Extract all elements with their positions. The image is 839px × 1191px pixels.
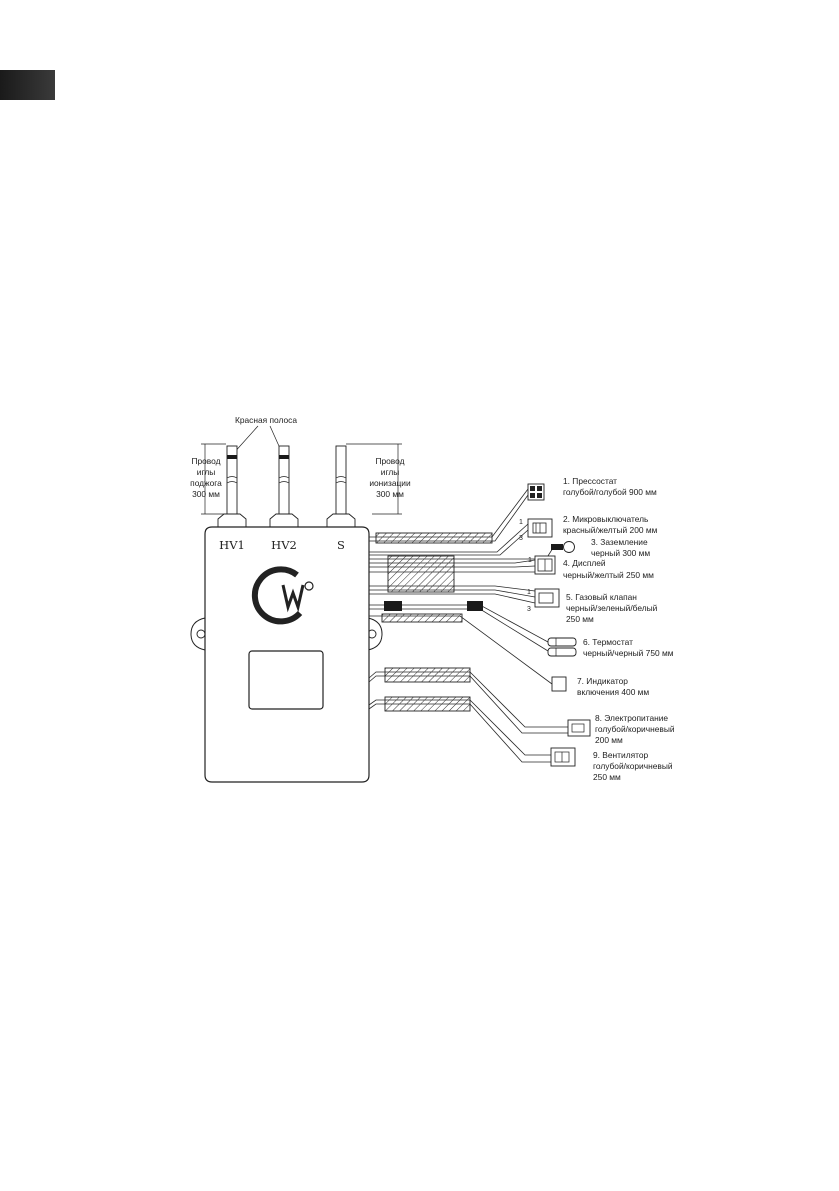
svg-text:300 мм: 300 мм: [192, 489, 220, 499]
display-connector: 1: [528, 555, 556, 575]
svg-text:красный/желтый 200 мм: красный/желтый 200 мм: [563, 525, 658, 535]
ground-connector: [551, 541, 575, 553]
indicator-connector: [551, 676, 567, 692]
hv2-wire: [278, 445, 290, 515]
svg-text:9. Вентилятор: 9. Вентилятор: [593, 750, 649, 760]
svg-text:1: 1: [519, 519, 523, 526]
harness-sleeves: [375, 532, 493, 712]
terminal-s-label: S: [337, 538, 345, 552]
gas-valve-connector: 1 3: [527, 588, 560, 613]
label-display: 4. Дисплей черный/желтый 250 мм: [563, 558, 654, 580]
svg-text:1: 1: [528, 557, 532, 564]
svg-text:200 мм: 200 мм: [595, 735, 623, 745]
svg-text:черный/желтый 250 мм: черный/желтый 250 мм: [563, 570, 654, 580]
label-indicator: 7. Индикатор включения 400 мм: [577, 676, 649, 697]
terminal-nuts: [217, 513, 356, 528]
svg-text:1: 1: [527, 589, 531, 596]
thermostat-connector: [547, 637, 577, 657]
power-supply-connector: [567, 719, 591, 737]
label-power-supply: 8. Электропитание голубой/коричневый 200…: [595, 713, 675, 745]
ionization-wire-label: Провод иглы ионизации 300 мм: [369, 456, 411, 499]
svg-text:Провод: Провод: [191, 456, 220, 466]
svg-text:включения 400 мм: включения 400 мм: [577, 687, 649, 697]
terminal-hv1-label: HV1: [219, 538, 245, 552]
microswitch-connector: 1 3: [519, 518, 553, 542]
brand-logo: [251, 566, 314, 625]
svg-text:Провод: Провод: [375, 456, 404, 466]
control-box: [190, 526, 383, 783]
svg-text:черный 300 мм: черный 300 мм: [591, 548, 650, 558]
svg-text:иглы: иглы: [197, 467, 215, 477]
page-corner-tab: [0, 70, 55, 100]
svg-text:3: 3: [527, 606, 531, 613]
svg-text:1. Прессостат: 1. Прессостат: [563, 476, 617, 486]
svg-text:250 мм: 250 мм: [593, 772, 621, 782]
hv1-wire: [226, 445, 238, 515]
dimension-left: [201, 443, 226, 515]
svg-text:4. Дисплей: 4. Дисплей: [563, 558, 606, 568]
svg-text:5. Газовый клапан: 5. Газовый клапан: [566, 592, 637, 602]
label-ground: 3. Заземление черный 300 мм: [591, 537, 650, 558]
box-window: [248, 650, 324, 710]
pressostat-connector: [527, 483, 545, 501]
svg-text:черный/черный 750 мм: черный/черный 750 мм: [583, 648, 674, 658]
svg-text:3. Заземление: 3. Заземление: [591, 537, 648, 547]
label-pressostat: 1. Прессостат голубой/голубой 900 мм: [563, 476, 657, 497]
label-gas-valve: 5. Газовый клапан черный/зеленый/белый 2…: [566, 592, 658, 624]
svg-text:2. Микровыключатель: 2. Микровыключатель: [563, 514, 649, 524]
fan-connector: [550, 747, 576, 767]
terminal-hv2-label: HV2: [271, 538, 297, 552]
svg-text:иглы: иглы: [381, 467, 399, 477]
svg-text:голубой/голубой 900 мм: голубой/голубой 900 мм: [563, 487, 657, 497]
dimension-right: [346, 443, 402, 515]
svg-text:8. Электропитание: 8. Электропитание: [595, 713, 668, 723]
label-microswitch: 2. Микровыключатель красный/желтый 200 м…: [563, 514, 658, 535]
label-thermostat: 6. Термостат черный/черный 750 мм: [583, 637, 674, 658]
svg-text:250 мм: 250 мм: [566, 614, 594, 624]
svg-text:голубой/коричневый: голубой/коричневый: [593, 761, 673, 771]
ignition-wire-label: Провод иглы поджога 300 мм: [190, 456, 222, 499]
ionization-wire: [335, 445, 347, 515]
svg-text:7. Индикатор: 7. Индикатор: [577, 676, 628, 686]
svg-text:поджога: поджога: [190, 478, 222, 488]
svg-text:3: 3: [519, 535, 523, 542]
svg-text:голубой/коричневый: голубой/коричневый: [595, 724, 675, 734]
label-fan: 9. Вентилятор голубой/коричневый 250 мм: [593, 750, 673, 782]
svg-text:6. Термостат: 6. Термостат: [583, 637, 633, 647]
red-stripe-label: Красная полоса: [235, 415, 297, 425]
svg-text:черный/зеленый/белый: черный/зеленый/белый: [566, 603, 658, 613]
svg-text:300 мм: 300 мм: [376, 489, 404, 499]
svg-text:ионизации: ионизации: [369, 478, 411, 488]
